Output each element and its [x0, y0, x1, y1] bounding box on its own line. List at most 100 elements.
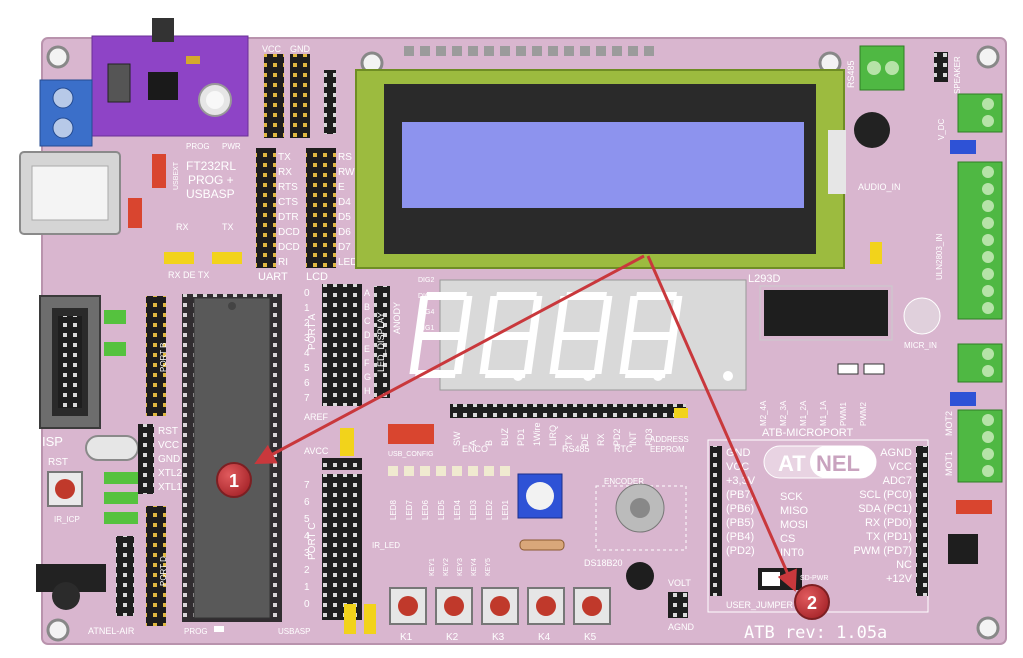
tx-jumper[interactable]	[212, 252, 242, 264]
key-button[interactable]	[435, 587, 473, 625]
ir-icp-label: IR_ICP	[54, 515, 80, 524]
uart-header	[256, 148, 276, 268]
led	[484, 466, 494, 476]
yellow-jumper-b1[interactable]	[344, 604, 356, 634]
seg-pin-label: A	[364, 288, 370, 298]
port-a-pin-label: 5	[304, 363, 310, 374]
pot-knob	[526, 482, 554, 510]
volt-header	[668, 592, 688, 618]
rs485b-label: RS485	[562, 444, 590, 454]
seg-pin-label: G	[364, 372, 371, 382]
vcc-label: VCC	[262, 44, 282, 54]
uart-pin-label: DCD	[278, 227, 300, 238]
port-a-header	[322, 284, 362, 406]
terminal-block	[957, 409, 1003, 483]
seg-header	[374, 286, 390, 398]
segment-f	[554, 296, 569, 336]
key-label: K5	[584, 632, 597, 643]
key-button-cap	[444, 596, 464, 616]
uart-pin-label: RX	[278, 167, 292, 178]
jumper-green-5[interactable]	[104, 512, 138, 524]
address-jumper[interactable]	[674, 408, 688, 418]
periph-label: A	[468, 440, 478, 446]
segment-c	[663, 336, 677, 374]
aref-jumper[interactable]	[340, 428, 354, 456]
port-a-pin-label: 4	[304, 348, 310, 359]
microport-right-label: TX (PD1)	[866, 531, 912, 543]
key-button-cap	[582, 596, 602, 616]
port-c-pin-label: 4	[304, 531, 310, 542]
usb-jumper-red[interactable]	[152, 154, 166, 188]
vcc-gnd-header-2	[290, 54, 310, 138]
pwm-jumper-2[interactable]	[863, 363, 885, 375]
rx-label: RX	[176, 222, 189, 232]
port-c-header	[322, 474, 362, 620]
jumper-green-1[interactable]	[104, 310, 126, 324]
motor-label: PWM2	[859, 401, 868, 426]
jumper-green-4[interactable]	[104, 492, 138, 504]
callout-marker-1: 1	[216, 462, 252, 498]
motor-label: PWM1	[839, 401, 848, 426]
port-a-pin-label: 1	[304, 303, 310, 314]
lcd-pin-label: D4	[338, 197, 351, 208]
ttl-jumper-red[interactable]	[128, 198, 142, 228]
microport-left-label: (PB7)	[726, 489, 754, 501]
port-b-label: PORT B	[159, 343, 168, 373]
led	[388, 466, 398, 476]
segment-b	[528, 296, 543, 336]
lcd-module	[355, 69, 846, 269]
led	[420, 466, 430, 476]
lcd-header-pin	[644, 46, 654, 56]
jumper-blue-2[interactable]	[950, 392, 976, 406]
microport-mid-label: SCK	[780, 491, 803, 503]
segment-d	[624, 370, 666, 378]
segment-e	[479, 336, 493, 374]
segment-f	[624, 296, 639, 336]
seven-segment-display	[409, 279, 747, 391]
terminal-screw	[982, 414, 994, 426]
resistor	[519, 539, 565, 551]
jumper-blue-1[interactable]	[950, 140, 976, 154]
jumper-green-3[interactable]	[104, 472, 138, 484]
red-jumper-right[interactable]	[956, 500, 992, 514]
tx-label: TX	[222, 222, 234, 232]
microport-right-label: PWM (PD7)	[853, 545, 912, 557]
key-silk-label: KEY1	[429, 558, 436, 576]
usbext-label: USBEXT	[173, 161, 180, 190]
terminal-block	[957, 343, 1003, 383]
segment-f	[414, 296, 429, 336]
ctrl-header	[138, 424, 154, 494]
pwr-label: PWR	[222, 142, 241, 151]
terminal-screw	[982, 200, 994, 212]
seg-pin-label: F	[364, 358, 370, 368]
segment-e	[409, 336, 423, 374]
seg-pin-label: B	[364, 302, 370, 312]
microport-left-label: (PB5)	[726, 517, 754, 529]
lcd-header-pin	[612, 46, 622, 56]
anody-label: ANODY	[392, 302, 402, 334]
terminal-block	[957, 161, 1003, 320]
terminal-block	[957, 93, 1003, 133]
segment-c	[593, 336, 607, 374]
yellow-jumper-b2[interactable]	[364, 604, 376, 634]
led-display-label: LED_DISPLAY	[376, 312, 386, 372]
microport-left-label: (PD2)	[726, 545, 755, 557]
key-label: K3	[492, 632, 505, 643]
jumper-green-2[interactable]	[104, 342, 126, 356]
segment-a	[635, 292, 677, 300]
microport-right-label: ADC7	[883, 475, 912, 487]
key-silk-label: KEY2	[443, 558, 450, 576]
rx-jumper[interactable]	[164, 252, 194, 264]
audio-jumper-yellow[interactable]	[870, 242, 882, 264]
periph-label: 1Wire	[532, 422, 542, 446]
rst-label: RST	[48, 457, 68, 468]
microport-right-label: VCC	[889, 461, 912, 473]
usb-config-jumpers[interactable]	[388, 424, 434, 444]
ctrl-pin-label: RST	[158, 426, 178, 437]
lcd-pin-label: D7	[338, 242, 351, 253]
module-label-2: PROG +	[188, 173, 234, 187]
pwm-jumper-1[interactable]	[837, 363, 859, 375]
